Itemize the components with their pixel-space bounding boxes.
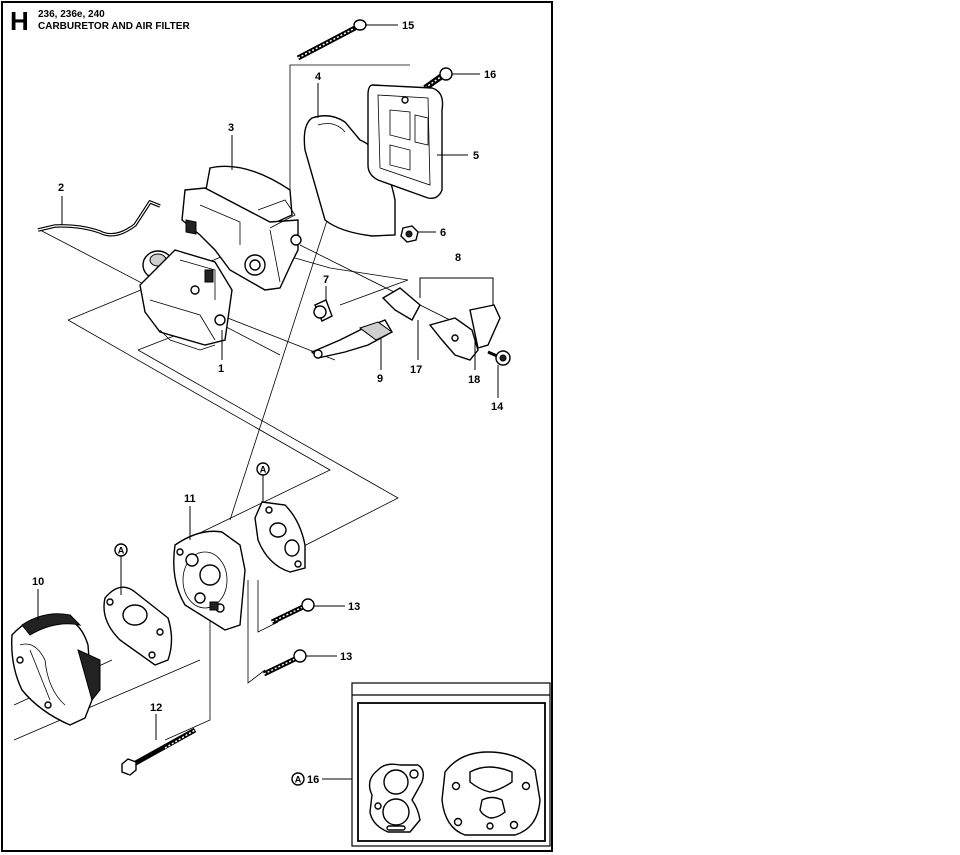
callout-6: 6 [440,227,446,239]
diagram-frame [1,1,553,852]
part-11-intake-flange [173,530,246,631]
callout-13-lower: 13 [340,651,352,663]
callout-12: 12 [150,702,162,714]
svg-text:A: A [118,546,125,556]
part-3-air-box [181,165,302,291]
callout-1: 1 [218,363,224,375]
callout-7: 7 [323,274,329,286]
model-list: 236, 236e, 240 [38,9,105,20]
ref-mark-a-upper: A [256,462,270,476]
callout-9: 9 [377,373,383,385]
section-letter: H [10,6,29,36]
insulator-gasket-upper [254,501,306,573]
callout-14: 14 [491,401,504,413]
callout-10: 10 [32,576,44,588]
callout-11: 11 [184,493,196,505]
inset-gasket-kit [351,682,551,847]
part-13-bolt-upper [270,598,315,625]
part-9-choke-lever [310,319,393,359]
insulator-gasket-middle [103,586,173,666]
callout-2: 2 [58,182,64,194]
callout-19: 18 [468,374,480,386]
part-12-long-bolt [121,727,197,776]
callout-17: 16 [484,69,496,81]
ref-mark-a-middle: A [114,543,128,557]
part-18-19-bracket [381,287,501,361]
callout-16: 16 [307,774,319,786]
callout-3: 3 [228,122,234,134]
inset-large-gasket [441,751,541,836]
part-1-carburetor [139,249,233,351]
inset-callout: A 16 [291,772,319,786]
part-13-bolt-lower [262,649,307,677]
svg-text:A: A [260,465,267,475]
callout-18: 17 [410,364,422,376]
part-5-filter-gasket [367,84,444,200]
callout-8: 8 [455,252,461,264]
diagram-title: CARBURETOR AND AIR FILTER [38,21,190,32]
callout-leader-lines [37,24,499,780]
callout-5: 5 [473,150,479,162]
part-7-bushing [313,299,333,322]
part-10-intake-boot [11,613,101,726]
callout-labels: 15 16 4 5 3 2 6 7 8 17 9 1 18 14 11 10 1… [32,20,504,714]
part-2-throttle-rod [37,199,161,237]
part-17-bolt [423,67,453,91]
part-15-long-screw [296,19,367,61]
part-4-air-filter [303,115,396,237]
part-14-screw [487,350,511,366]
callout-15: 15 [402,20,414,32]
callout-4: 4 [315,71,322,83]
callout-13-upper: 13 [348,601,360,613]
inset-ref-mark: A [295,775,302,785]
part-6-nut [400,225,419,243]
